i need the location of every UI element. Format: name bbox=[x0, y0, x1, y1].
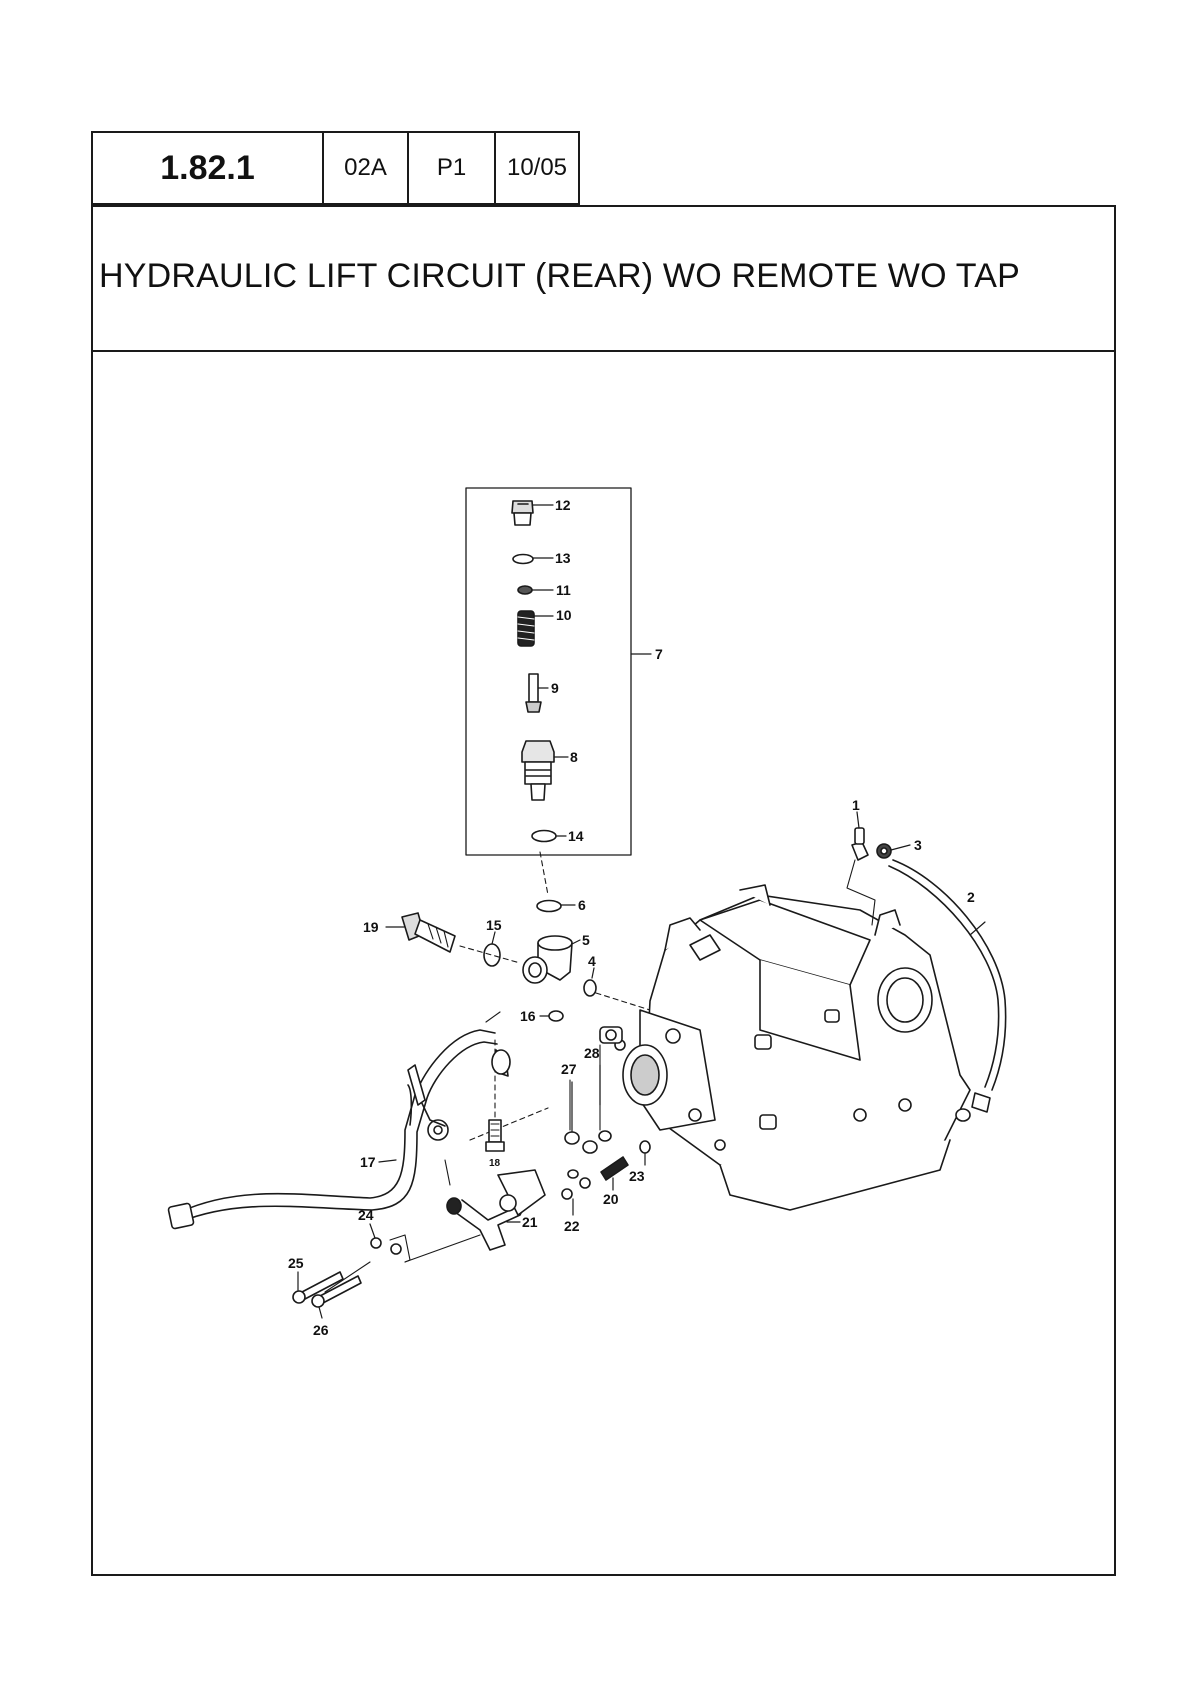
callout-21: 21 bbox=[522, 1214, 538, 1230]
callout-24: 24 bbox=[358, 1207, 374, 1223]
callout-4: 4 bbox=[588, 953, 596, 969]
callout-16: 16 bbox=[520, 1008, 536, 1024]
issue-date: 10/05 bbox=[494, 131, 580, 205]
callout-6: 6 bbox=[578, 897, 586, 913]
callout-18: 18 bbox=[489, 1158, 501, 1169]
part-5-elbow-fitting bbox=[522, 935, 573, 984]
part-16-washer bbox=[548, 1010, 564, 1022]
callout-3: 3 bbox=[914, 837, 922, 853]
part-23-o-ring bbox=[639, 1140, 651, 1154]
callout-9: 9 bbox=[551, 680, 559, 696]
part-22-o-ring bbox=[561, 1188, 573, 1200]
part-12-cap bbox=[511, 500, 534, 526]
part-3-nut bbox=[876, 843, 892, 859]
part-15-o-ring bbox=[483, 943, 501, 967]
callout-12: 12 bbox=[555, 497, 571, 513]
title-band: HYDRAULIC LIFT CIRCUIT (REAR) WO REMOTE … bbox=[93, 207, 1114, 352]
callout-19: 19 bbox=[363, 919, 379, 935]
part-14-o-ring bbox=[531, 829, 557, 843]
part-8-valve-body bbox=[521, 740, 555, 801]
part-19-banjo-bolt bbox=[401, 912, 456, 953]
callout-26: 26 bbox=[313, 1322, 329, 1338]
callout-7: 7 bbox=[655, 646, 663, 662]
part-25-bolt bbox=[292, 1271, 344, 1304]
callout-15: 15 bbox=[486, 917, 502, 933]
callout-20: 20 bbox=[603, 1191, 619, 1207]
part-10-spring bbox=[517, 610, 535, 647]
callout-27: 27 bbox=[561, 1061, 577, 1077]
lift-housing bbox=[644, 884, 971, 1211]
part-13-o-ring bbox=[512, 553, 534, 565]
callout-2: 2 bbox=[967, 889, 975, 905]
part-9-poppet bbox=[525, 673, 542, 713]
part-20-nipple bbox=[579, 1156, 629, 1189]
callout-11: 11 bbox=[556, 582, 571, 598]
callout-labels: 12 13 11 10 7 9 8 14 6 5 4 15 19 16 17 1… bbox=[288, 497, 975, 1338]
callout-14: 14 bbox=[568, 828, 584, 844]
subassembly-7-box bbox=[465, 487, 632, 856]
page-title: HYDRAULIC LIFT CIRCUIT (REAR) WO REMOTE … bbox=[99, 257, 1020, 295]
part-6-o-ring bbox=[536, 899, 562, 913]
part-11-washer bbox=[517, 585, 533, 595]
part-18-stud bbox=[485, 1119, 505, 1152]
part-4-o-ring bbox=[583, 979, 597, 997]
callout-28: 28 bbox=[584, 1045, 600, 1061]
callout-5: 5 bbox=[582, 932, 590, 948]
callout-17: 17 bbox=[360, 1154, 376, 1170]
part-1-elbow-fitting bbox=[851, 827, 869, 861]
callout-22: 22 bbox=[564, 1218, 580, 1234]
section-code: 1.82.1 bbox=[91, 131, 322, 205]
header-row: 1.82.1 02A P1 10/05 bbox=[91, 131, 580, 205]
pump-cover bbox=[614, 1009, 716, 1131]
callout-10: 10 bbox=[556, 607, 572, 623]
callout-8: 8 bbox=[570, 749, 578, 765]
callout-23: 23 bbox=[629, 1168, 645, 1184]
callout-25: 25 bbox=[288, 1255, 304, 1271]
part-26-bolt bbox=[311, 1275, 362, 1308]
callout-1: 1 bbox=[852, 797, 860, 813]
part-24-washer bbox=[370, 1237, 382, 1249]
part-21-elbow-pipe bbox=[444, 1159, 546, 1251]
revision-code: 02A bbox=[322, 131, 407, 205]
page-frame: HYDRAULIC LIFT CIRCUIT (REAR) WO REMOTE … bbox=[91, 205, 1116, 1576]
part-27-o-ring bbox=[564, 1131, 580, 1145]
callout-13: 13 bbox=[555, 550, 571, 566]
page-number: P1 bbox=[407, 131, 494, 205]
part-2-hose bbox=[888, 859, 1007, 1122]
part-17-pipe bbox=[167, 1029, 511, 1230]
leader-lines bbox=[297, 504, 986, 1319]
part-28-fitting bbox=[599, 1026, 623, 1044]
